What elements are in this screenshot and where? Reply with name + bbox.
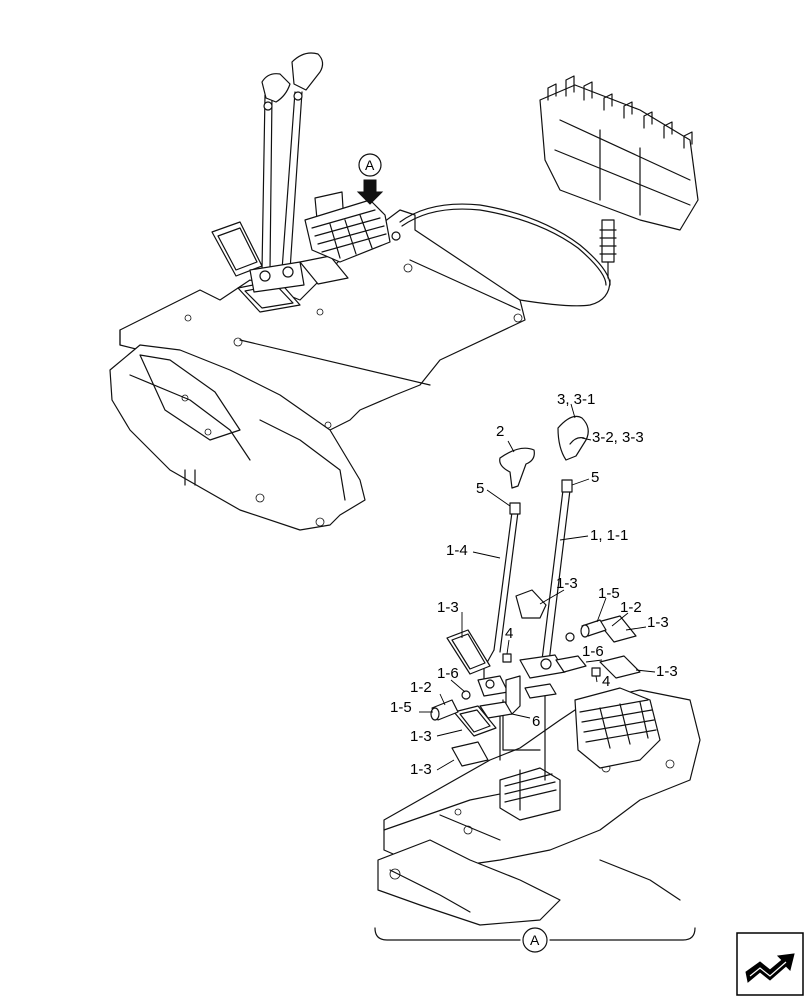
label-1-3-right-low: 1-3 bbox=[656, 663, 678, 680]
label-3-2-3-3: 3-2, 3-3 bbox=[592, 429, 644, 446]
label-3-3-1: 3, 3-1 bbox=[557, 391, 595, 408]
part-labels: 3, 3-1 3-2, 3-3 2 5 5 1-4 1, 1-1 1-3 1-5… bbox=[390, 391, 678, 778]
label-1-2-right: 1-2 bbox=[620, 599, 642, 616]
upper-assembly: A bbox=[109, 52, 699, 531]
label-1-3-right-top: 1-3 bbox=[647, 614, 669, 631]
label-1-3-left-mid: 1-3 bbox=[410, 728, 432, 745]
upper-detail-letter: A bbox=[365, 157, 375, 173]
label-4-right: 4 bbox=[602, 673, 610, 690]
label-1-3-left-low: 1-3 bbox=[410, 761, 432, 778]
label-5-left: 5 bbox=[476, 480, 484, 497]
label-1-3-left-top: 1-3 bbox=[437, 599, 459, 616]
label-1-2-left: 1-2 bbox=[410, 679, 432, 696]
lower-detail-letter: A bbox=[530, 932, 540, 948]
label-2: 2 bbox=[496, 423, 504, 440]
label-1-4: 1-4 bbox=[446, 542, 468, 559]
label-1-1-1: 1, 1-1 bbox=[590, 527, 628, 544]
label-1-5-left: 1-5 bbox=[390, 699, 412, 716]
label-1-5-right: 1-5 bbox=[598, 585, 620, 602]
detail-bracket: A bbox=[374, 927, 696, 953]
label-1-3-center: 1-3 bbox=[556, 575, 578, 592]
label-5-right: 5 bbox=[591, 469, 599, 486]
label-4-left: 4 bbox=[505, 625, 513, 642]
next-page-arrow-icon[interactable] bbox=[736, 932, 804, 996]
label-1-6-left: 1-6 bbox=[437, 665, 459, 682]
label-6: 6 bbox=[532, 713, 540, 730]
exploded-detail bbox=[377, 403, 701, 926]
label-1-6-right: 1-6 bbox=[582, 643, 604, 660]
